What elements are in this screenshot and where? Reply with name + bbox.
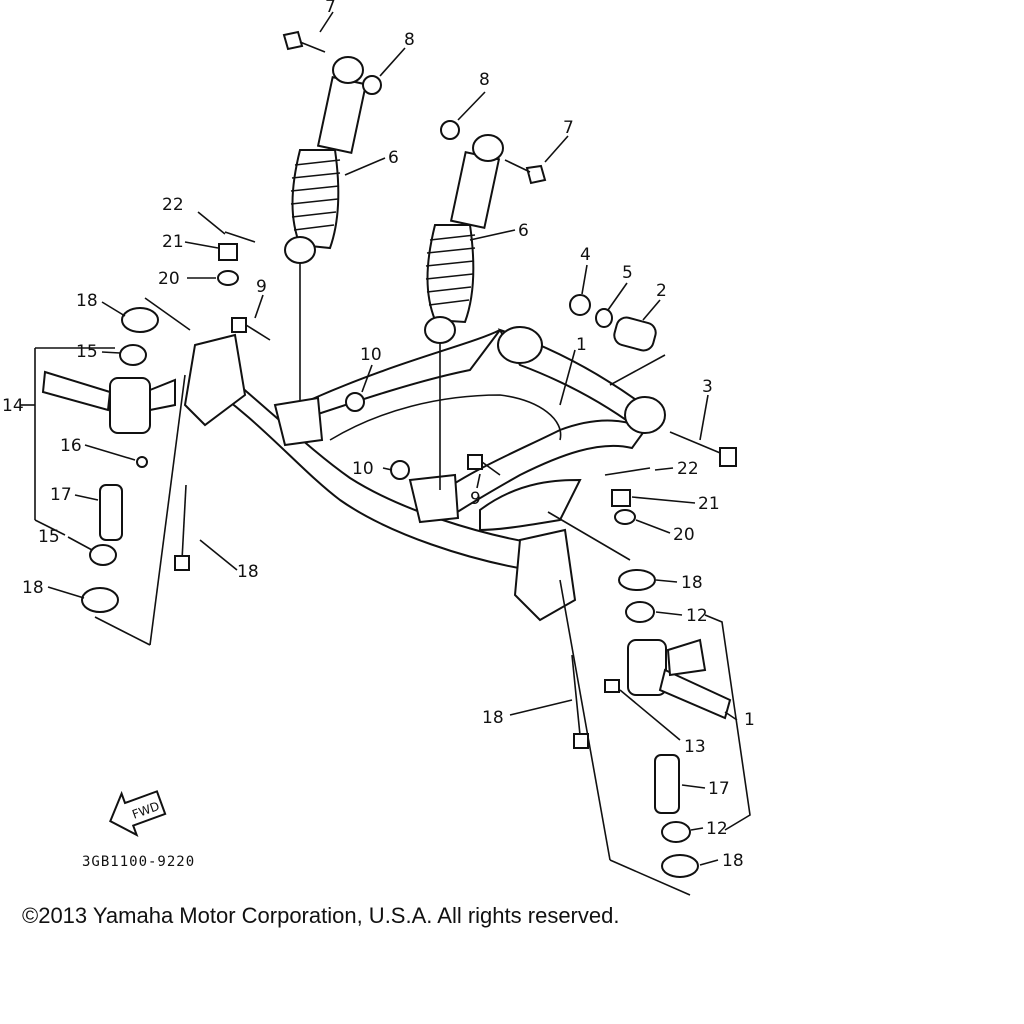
callout-9: 9 (470, 489, 481, 509)
callout-10: 10 (352, 459, 374, 479)
callout-17: 17 (708, 779, 730, 799)
callout-20: 20 (158, 269, 180, 289)
callout-6: 6 (518, 221, 529, 241)
copyright-notice: ©2013 Yamaha Motor Corporation, U.S.A. A… (22, 903, 620, 928)
frame-assembly (183, 326, 666, 622)
callout-16: 16 (60, 436, 82, 456)
callout-3: 3 (702, 377, 713, 397)
callout-5: 5 (622, 263, 633, 283)
callout-18: 18 (22, 578, 44, 598)
callout-15: 15 (76, 342, 98, 362)
callout-6: 6 (388, 148, 399, 168)
callout-8: 8 (404, 30, 415, 50)
callout-1: 1 (744, 710, 755, 730)
callout-9: 9 (256, 277, 267, 297)
callout-12: 12 (706, 819, 728, 839)
shock-absorber-left (284, 56, 368, 400)
callout-labels: 7 8 8 7 6 6 22 21 20 18 15 14 16 17 15 1… (2, 0, 755, 871)
callout-1: 1 (576, 335, 587, 355)
callout-18: 18 (722, 851, 744, 871)
callout-7: 7 (325, 0, 336, 17)
callout-18: 18 (76, 291, 98, 311)
callout-15: 15 (38, 527, 60, 547)
callout-7: 7 (563, 118, 574, 138)
callout-21: 21 (162, 232, 184, 252)
diagram-code: 3GB1100-9220 (82, 854, 195, 870)
callout-19: 18 (482, 708, 504, 728)
callout-21: 21 (698, 494, 720, 514)
callout-18: 18 (681, 573, 703, 593)
callout-14: 14 (2, 396, 24, 416)
callout-22: 22 (162, 195, 184, 215)
callout-19: 18 (237, 562, 259, 582)
shock-absorber-right (424, 134, 504, 490)
callout-17: 17 (50, 485, 72, 505)
hardware-parts (41, 30, 737, 878)
callout-4: 4 (580, 245, 591, 265)
leader-lines (47, 11, 738, 866)
callout-20: 20 (673, 525, 695, 545)
callout-8: 8 (479, 70, 490, 90)
callout-13: 13 (684, 737, 706, 757)
callout-10: 10 (360, 345, 382, 365)
callout-2: 2 (656, 281, 667, 301)
callout-22: 22 (677, 459, 699, 479)
callout-12: 12 (686, 606, 708, 626)
fwd-arrow-icon: FWD (109, 790, 167, 838)
